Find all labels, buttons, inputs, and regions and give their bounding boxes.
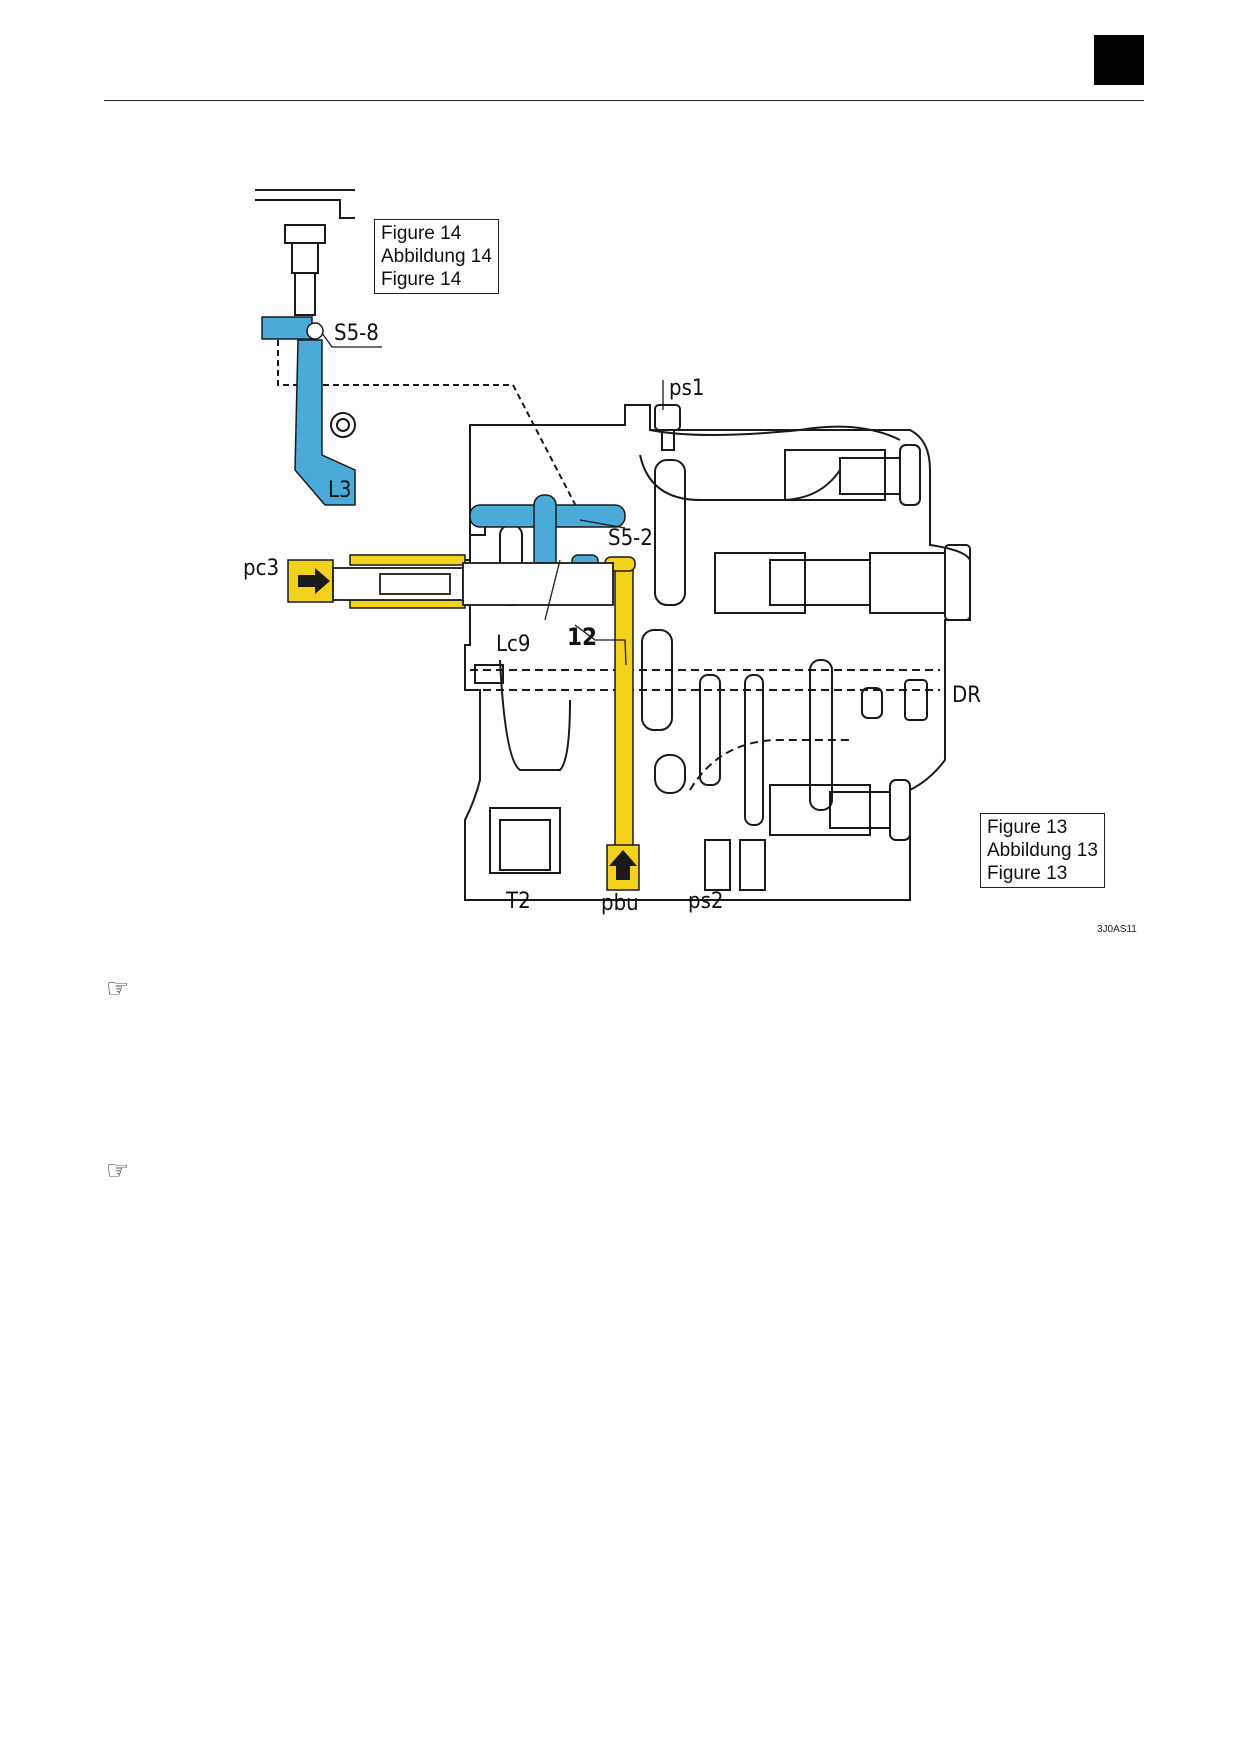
section-marker-square xyxy=(1094,35,1144,85)
label-t2: T2 xyxy=(505,889,531,914)
pointing-hand-icon: ☞ xyxy=(106,1155,130,1185)
label-12: 12 xyxy=(567,623,597,651)
header-rule xyxy=(104,100,1144,101)
label-s5-2: S5-2 xyxy=(608,526,653,551)
hydraulic-valve-diagram: S5-8 ps1 L3 S5-2 pc3 Lc9 12 DR T2 pbu ps… xyxy=(243,189,981,916)
figure-14-line-3: Figure 14 xyxy=(381,269,462,290)
label-ps1: ps1 xyxy=(669,376,704,401)
pointing-hand-icon: ☞ xyxy=(106,973,130,1003)
figure-13-line-3: Figure 13 xyxy=(987,863,1068,884)
label-s5-8: S5-8 xyxy=(334,321,379,346)
label-ps2: ps2 xyxy=(688,889,723,914)
figure-13-callout: Figure 13 Abbildung 13 Figure 13 xyxy=(980,813,1105,888)
label-pc3: pc3 xyxy=(243,556,279,581)
figure-13-line-2: Abbildung 13 xyxy=(987,840,1098,861)
figure-14-callout: Figure 14 Abbildung 14 Figure 14 xyxy=(374,219,499,294)
figure-13-line-1: Figure 13 xyxy=(987,817,1068,838)
figure-14-line-1: Figure 14 xyxy=(381,223,462,244)
image-code: 3J0AS11 xyxy=(1097,924,1137,935)
label-lc9: Lc9 xyxy=(496,632,531,657)
label-l3: L3 xyxy=(328,478,352,503)
figure-14-line-2: Abbildung 14 xyxy=(381,246,492,267)
label-pbu: pbu xyxy=(601,891,639,916)
label-dr: DR xyxy=(952,683,981,708)
